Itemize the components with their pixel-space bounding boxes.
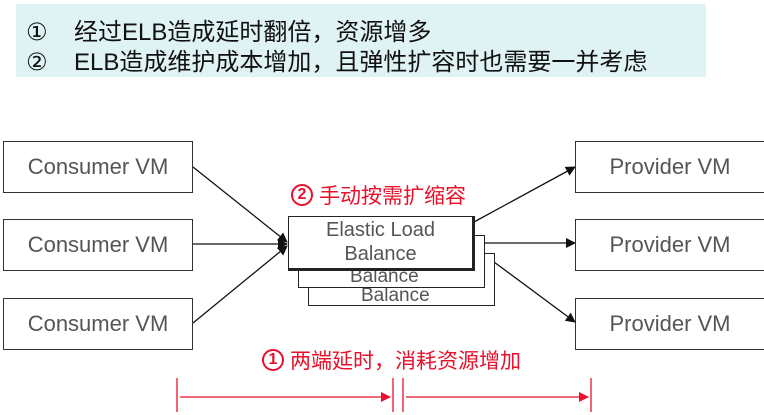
latency-text: 两端延时，消耗资源增加 [290,350,521,373]
scaling-annotation: 2 手动按需扩缩容 [291,180,466,210]
elb-to-provider-1-arrow [473,166,576,223]
scaling-text: 手动按需扩缩容 [319,185,466,208]
scaling-marker: 2 [291,184,313,206]
note-marker-1: ① [26,19,48,46]
note-item-2: ② ELB造成维护成本增加，且弹性扩容时也需要一并考虑 [26,42,647,77]
provider-vm-1: Provider VM [575,141,764,193]
consumer-1-to-elb-arrow [192,166,288,243]
latency-annotation: 1 两端延时，消耗资源增加 [262,345,521,375]
elb-instance-3-label: Balance [361,285,430,306]
note-text-2: ELB造成维护成本增加，且弹性扩容时也需要一并考虑 [74,49,648,76]
note-marker-2: ② [26,49,48,76]
provider-vm-2: Provider VM [575,219,764,271]
note-item-1: ① 经过ELB造成延时翻倍，资源增多 [26,12,431,47]
consumer-vm-1: Consumer VM [3,141,193,193]
consumer-vm-2: Consumer VM [3,219,193,271]
elb-to-provider-3-arrow [493,261,576,323]
summary-note: ① 经过ELB造成延时翻倍，资源增多 ② ELB造成维护成本增加，且弹性扩容时也需要… [16,4,706,77]
latency-marker: 1 [262,349,284,371]
note-text-1: 经过ELB造成延时翻倍，资源增多 [74,19,432,46]
consumer-3-to-elb-arrow [192,245,288,324]
consumer-vm-3: Consumer VM [3,298,193,350]
provider-vm-3: Provider VM [575,298,764,350]
elb-instance-2-label: Balance [350,266,419,287]
elastic-load-balance-box: Elastic Load Balance [288,216,475,271]
